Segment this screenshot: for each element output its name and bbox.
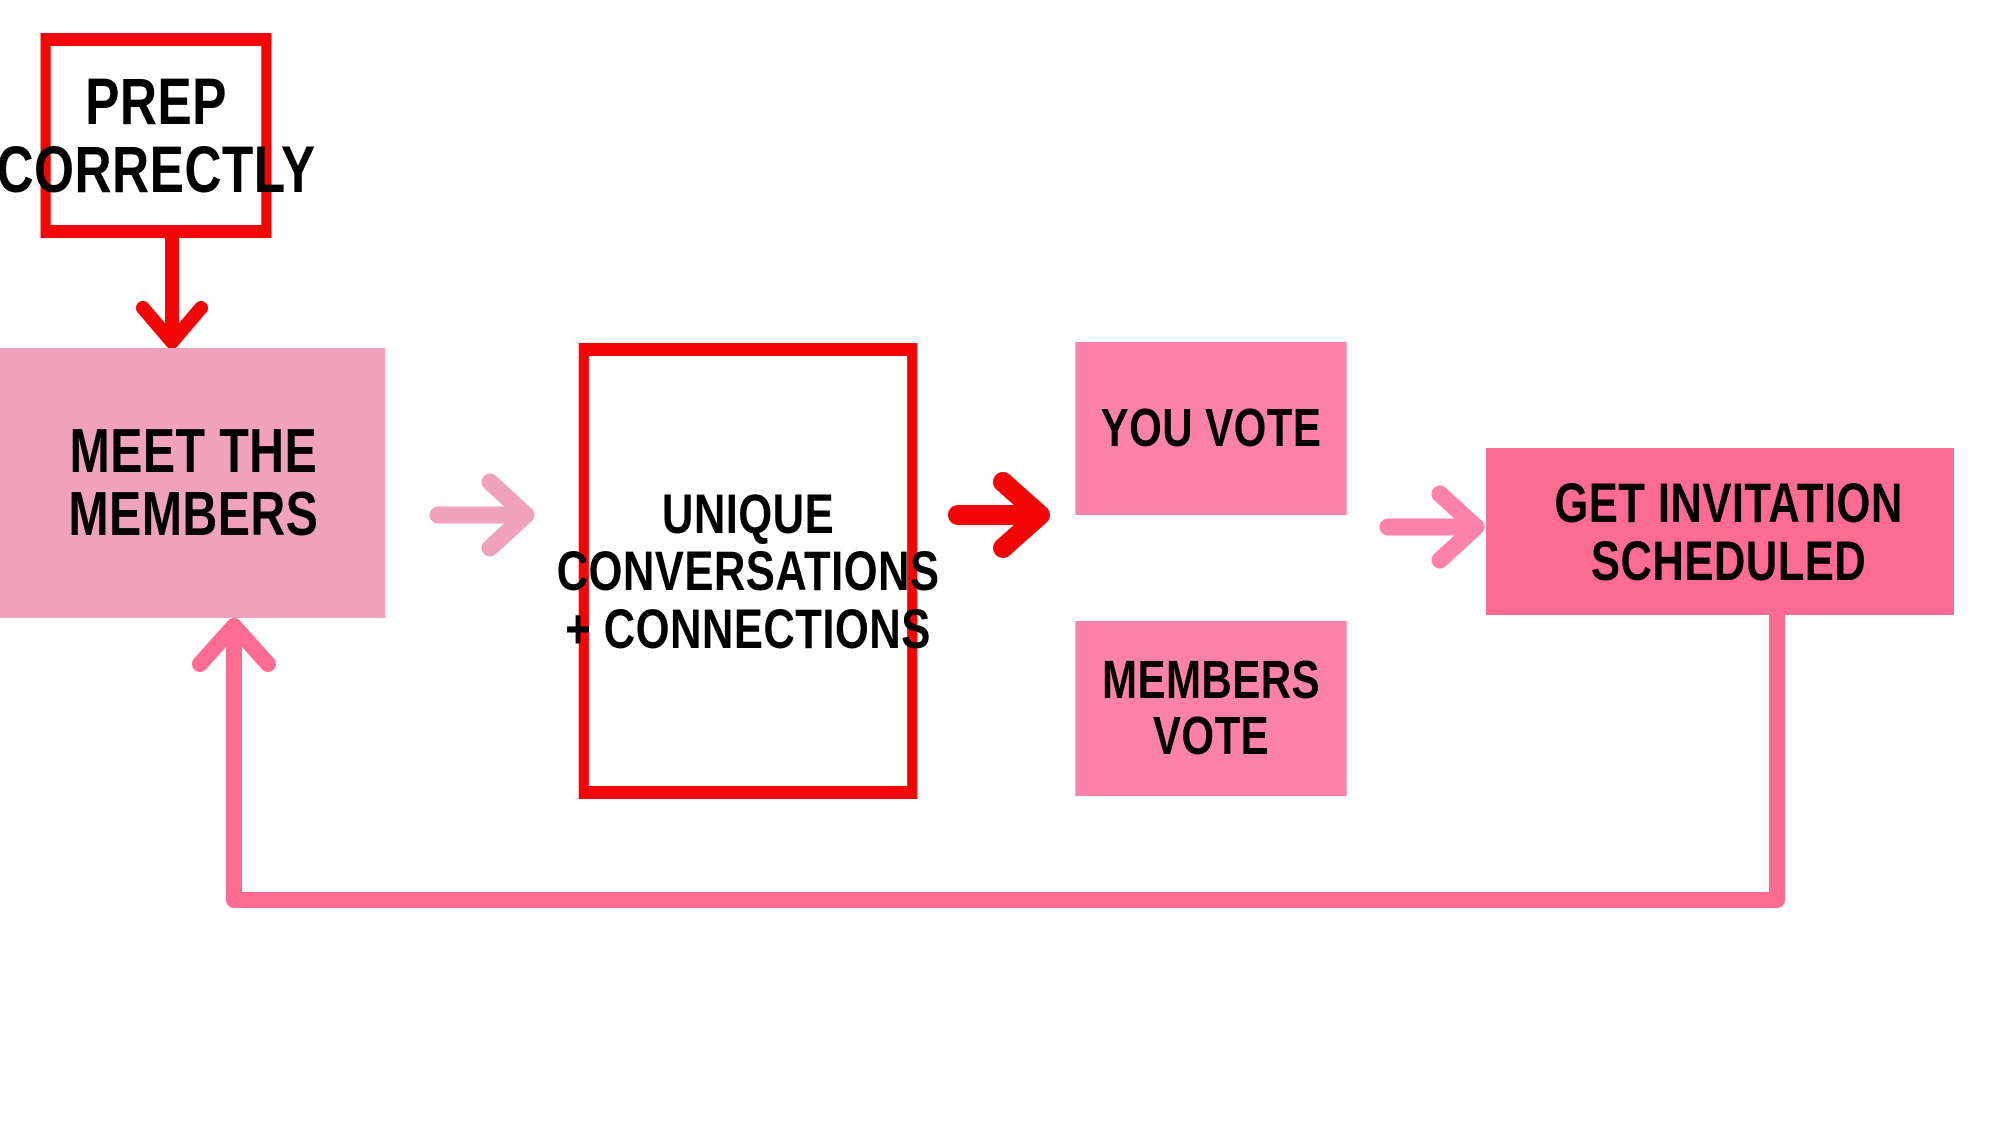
connector-prep-to-meet: [130, 221, 240, 363]
node-members-vote[interactable]: MEMBERS VOTE: [1075, 621, 1347, 796]
node-prep-correctly[interactable]: PREP CORRECTLY: [0, 33, 315, 238]
connector-votes-to-invitation: [1379, 472, 1488, 582]
node-get-invitation-scheduled[interactable]: GET INVITATION SCHEDULED: [1486, 448, 1954, 615]
node-you-vote[interactable]: YOU VOTE: [1075, 342, 1347, 515]
node-meet-the-members[interactable]: MEET THE MEMBERS: [0, 348, 386, 618]
node-unique-conversations-connections[interactable]: UNIQUE CONVERSATIONS + CONNECTIONS: [557, 343, 939, 799]
connector-meet-to-unique: [429, 460, 538, 570]
connector-feedback-loop: [180, 600, 1860, 930]
connector-unique-to-votes: [948, 460, 1058, 570]
